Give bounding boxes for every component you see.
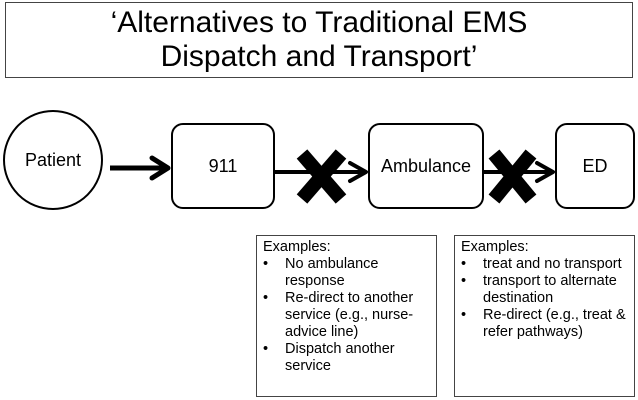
x-mark-icon <box>488 149 537 204</box>
edge-patient-911 <box>110 155 171 181</box>
node-ambulance: Ambulance <box>368 123 484 209</box>
bullet-icon: • <box>263 290 269 306</box>
node-911: 911 <box>171 123 275 209</box>
examples-dispatch-box: Examples: • No ambulance response • Re-d… <box>256 235 437 397</box>
edge-911-ambulance <box>275 161 368 183</box>
list-item-text: Re-direct to another service (e.g., nurs… <box>285 290 414 340</box>
title-line-2: Dispatch and Transport’ <box>160 40 478 73</box>
list-item-text: transport to alternate destination <box>483 273 617 306</box>
node-ed: ED <box>555 123 635 209</box>
bullet-icon: • <box>263 256 269 272</box>
examples-list: • No ambulance response • Re-direct to a… <box>263 256 432 375</box>
examples-transport-box: Examples: • treat and no transport • tra… <box>454 235 635 397</box>
examples-heading: Examples: <box>263 239 331 255</box>
bullet-icon: • <box>461 256 467 272</box>
node-label: 911 <box>208 155 238 176</box>
edge-ambulance-ed <box>484 161 555 183</box>
list-item-text: Dispatch another service <box>285 341 395 374</box>
examples-list: • treat and no transport • transport to … <box>461 256 630 341</box>
bullet-icon: • <box>461 273 467 289</box>
list-item: • Re-direct (e.g., treat & refer pathway… <box>461 307 630 341</box>
list-item-text: Re-direct (e.g., treat & refer pathways) <box>483 307 626 340</box>
title-box: ‘Alternatives to Traditional EMS Dispatc… <box>5 2 633 78</box>
node-label: Patient <box>24 149 82 170</box>
list-item-text: No ambulance response <box>285 256 379 289</box>
x-mark-icon <box>296 149 347 204</box>
node-patient: Patient <box>3 110 103 210</box>
node-label: ED <box>582 155 608 176</box>
list-item-text: treat and no transport <box>483 256 622 272</box>
node-label: Ambulance <box>380 155 472 176</box>
list-item: • Re-direct to another service (e.g., nu… <box>263 290 432 341</box>
bullet-icon: • <box>263 341 269 357</box>
bullet-icon: • <box>461 307 467 323</box>
examples-heading: Examples: <box>461 239 529 255</box>
list-item: • treat and no transport <box>461 256 630 273</box>
list-item: • No ambulance response <box>263 256 432 290</box>
title-line-1: ‘Alternatives to Traditional EMS <box>110 6 528 39</box>
list-item: • transport to alternate destination <box>461 273 630 307</box>
list-item: • Dispatch another service <box>263 341 432 375</box>
